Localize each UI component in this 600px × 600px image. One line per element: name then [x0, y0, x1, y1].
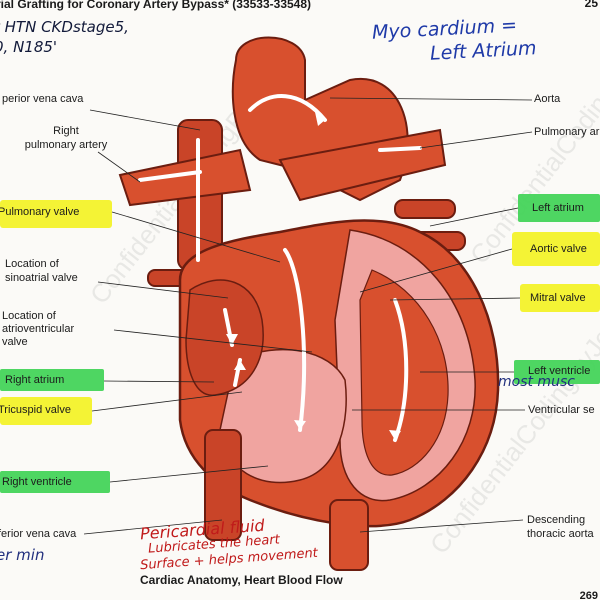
highlight-pulmonary-valve	[0, 200, 112, 228]
leader-line	[429, 207, 519, 227]
page-header: rial Grafting for Coronary Artery Bypass…	[0, 0, 312, 11]
label-mitral-valve: Mitral valve	[530, 292, 586, 304]
label-av-2: atrioventricular	[2, 323, 75, 335]
flow-arrow	[138, 170, 202, 182]
highlight-tricuspid-valve	[0, 397, 92, 425]
figure-caption: Cardiac Anatomy, Heart Blood Flow	[140, 573, 343, 587]
label-sinoatrial-2: sinoatrial valve	[5, 272, 78, 284]
label-tricuspid-valve: Tricuspid valve	[0, 404, 71, 416]
highlight-mitral-valve	[520, 284, 600, 312]
leader-line	[103, 380, 215, 383]
label-pulmonary-artery: Pulmonary ar	[534, 126, 600, 138]
label-inferior-vena-cava: ferior vena cava	[0, 528, 77, 540]
leader-line	[109, 465, 269, 483]
leader-line	[83, 519, 223, 535]
leader-line	[329, 97, 533, 101]
leader-lines	[83, 97, 533, 535]
inferior-vena-cava	[204, 429, 242, 541]
arrow-head	[389, 430, 401, 440]
leader-line	[359, 519, 524, 533]
right-atrium-chamber	[185, 279, 264, 396]
label-av-3: valve	[2, 336, 28, 348]
descending-aorta	[329, 499, 369, 571]
leader-line	[111, 211, 281, 263]
highlight-right-atrium	[0, 369, 104, 391]
flow-arrow	[283, 248, 307, 432]
handwritten-diagnosis-line2: 0, N185'	[0, 38, 58, 56]
label-pulmonary-valve: Pulmonary valve	[0, 206, 80, 218]
leader-line	[359, 248, 513, 293]
leader-line	[97, 281, 229, 299]
arrow-head	[234, 360, 246, 370]
pulmonary-vein-upper	[394, 199, 456, 219]
label-av-1: Location of	[2, 310, 56, 322]
leader-line	[91, 391, 243, 412]
left-ventricle-chamber	[359, 269, 449, 476]
leader-line	[389, 297, 521, 301]
label-aortic-valve: Aortic valve	[530, 243, 587, 255]
leader-line	[113, 329, 313, 353]
highlight-right-ventricle	[0, 471, 110, 493]
highlight-left-atrium	[518, 194, 600, 222]
handwritten-left-note: er min	[0, 546, 45, 564]
label-ventricular-septum: Ventricular se	[528, 404, 595, 416]
label-right-ventricle: Right ventricle	[2, 476, 72, 488]
arrow-head	[315, 112, 325, 126]
highlight-left-ventricle	[514, 360, 600, 384]
page-number-bottom: 269	[579, 590, 598, 600]
page-number-top: 25	[584, 0, 598, 10]
leader-line	[97, 151, 141, 183]
arrow-head	[294, 420, 306, 430]
label-right-pulmonary-artery-2: pulmonary artery	[24, 139, 108, 151]
handwritten-diagnosis-line1: t HTN CKDstage5,	[0, 18, 129, 36]
label-descending-aorta-2: thoracic aorta	[527, 528, 594, 540]
label-right-pulmonary-artery-1: Right	[53, 125, 79, 137]
arrow-head	[226, 334, 238, 345]
label-descending-aorta-1: Descending	[527, 514, 586, 526]
flow-arrow	[378, 146, 422, 152]
handwritten-most-muscle: most musc	[498, 374, 575, 390]
flow-arrow	[248, 94, 327, 122]
leader-line	[419, 131, 533, 149]
highlight-aortic-valve	[512, 232, 600, 266]
leader-line	[89, 109, 201, 131]
label-left-atrium: Left atrium	[532, 202, 584, 214]
arrow-heads	[226, 112, 401, 440]
label-sinoatrial-1: Location of	[5, 258, 59, 270]
label-aorta: Aorta	[534, 93, 561, 105]
label-superior-vena-cava: perior vena cava	[2, 93, 84, 105]
label-right-atrium: Right atrium	[5, 374, 65, 386]
flow-arrow	[393, 298, 409, 442]
label-left-ventricle: Left ventricle	[528, 365, 591, 377]
